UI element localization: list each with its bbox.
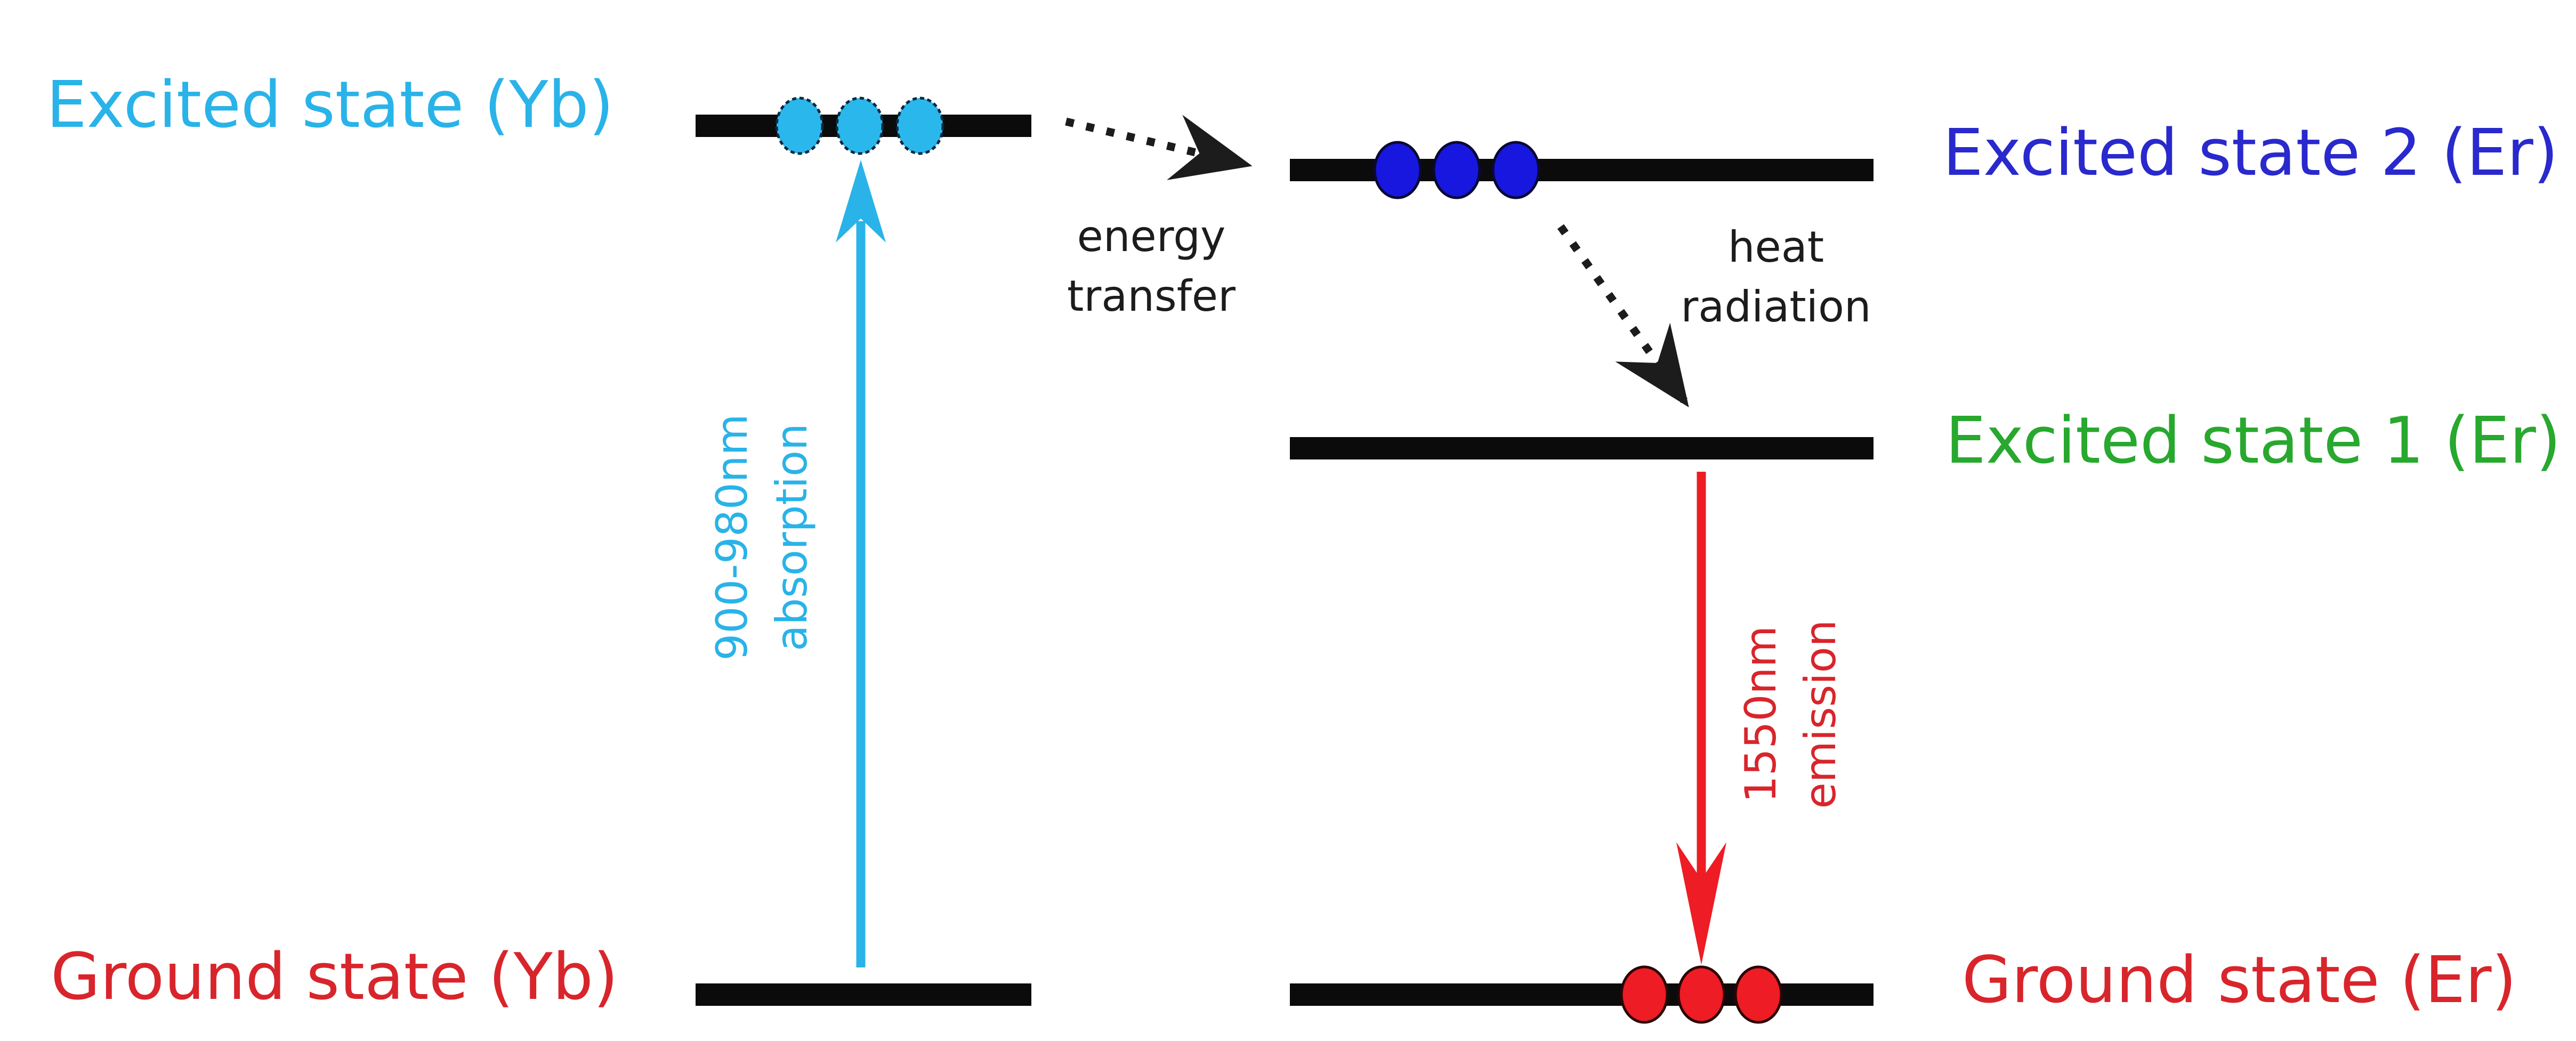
label-energy-transfer: energy transfer: [1067, 207, 1235, 326]
label-emission-line1: 1550nm: [1736, 625, 1786, 803]
electron-dot: [1373, 141, 1422, 199]
label-ground-state-yb: Ground state (Yb): [51, 940, 618, 1014]
label-excited-state-1-er: Excited state 1 (Er): [1945, 404, 2561, 478]
label-absorption-line2: absorption: [767, 423, 817, 651]
electron-dot: [835, 96, 884, 155]
electron-dot: [1491, 141, 1540, 199]
heat-radiation-arrow: [1557, 224, 1689, 408]
level-bar-er-ground: [1290, 983, 1874, 1006]
label-excited-state-2-er: Excited state 2 (Er): [1943, 116, 2558, 190]
label-emission: 1550nm emission: [1731, 620, 1851, 809]
electron-dot: [775, 96, 824, 155]
electrons-er-excited-2: [1373, 141, 1540, 199]
label-ground-state-er: Ground state (Er): [1962, 943, 2517, 1018]
electrons-yb-excited: [775, 96, 944, 155]
label-heat-radiation-line1: heat: [1727, 222, 1824, 272]
electron-dot: [1432, 141, 1481, 199]
label-heat-radiation: heat radiation: [1681, 217, 1871, 337]
electron-dot: [1677, 965, 1726, 1024]
label-energy-transfer-line1: energy: [1077, 212, 1226, 261]
level-bar-yb-ground: [696, 983, 1031, 1006]
label-energy-transfer-line2: transfer: [1067, 271, 1235, 321]
emission-arrowhead-icon: [1676, 842, 1726, 965]
electron-dot: [1620, 965, 1669, 1024]
label-absorption-line1: 900-980nm: [707, 414, 757, 661]
label-absorption: 900-980nm absorption: [702, 414, 822, 661]
absorption-arrowhead-icon: [836, 160, 886, 243]
electron-dot: [1734, 965, 1783, 1024]
label-excited-state-yb: Excited state (Yb): [46, 68, 614, 142]
electron-dot: [895, 96, 944, 155]
electrons-er-ground: [1620, 965, 1783, 1024]
energy-transfer-arrow: [1065, 115, 1253, 180]
label-emission-line2: emission: [1796, 619, 1845, 809]
level-bar-er-excited-1: [1290, 437, 1874, 459]
label-heat-radiation-line2: radiation: [1681, 282, 1871, 332]
